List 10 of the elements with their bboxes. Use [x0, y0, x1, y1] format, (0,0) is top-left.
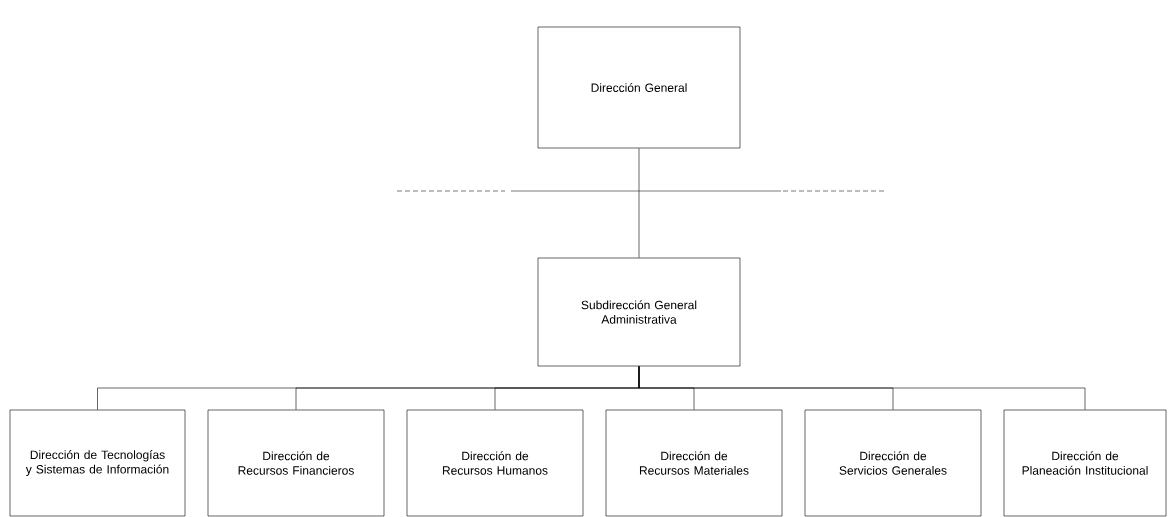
org-box: Dirección de Recursos Materiales [605, 409, 783, 517]
org-box: Dirección de Servicios Generales [804, 409, 982, 517]
org-box: Dirección General [537, 26, 741, 149]
connector-line [638, 366, 1086, 410]
connector-line [638, 148, 640, 258]
org-box: Dirección de Recursos Humanos [406, 409, 584, 517]
org-box: Dirección de Tecnologías y Sistemas de Información [9, 409, 186, 517]
org-box: Subdirección General Administrativa [537, 257, 741, 367]
org-box: Dirección de Planeación Institucional [1003, 409, 1167, 517]
org-box: Dirección de Recursos Financieros [207, 409, 385, 517]
